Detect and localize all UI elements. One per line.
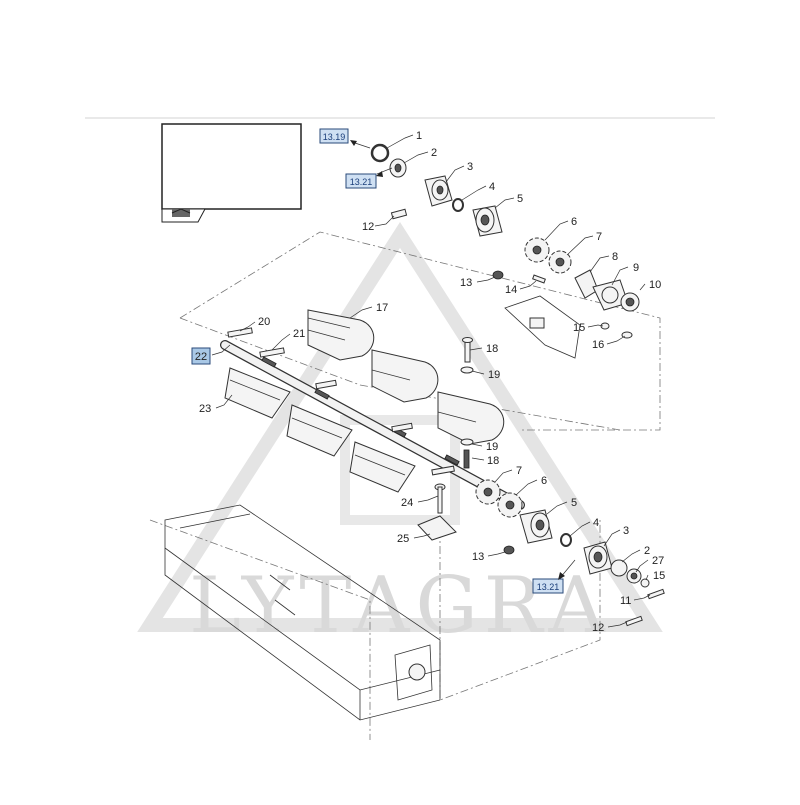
ref-box-top-2[interactable]: 13.21 [345, 167, 393, 189]
label-16: 16 [592, 339, 604, 351]
circlip-4-lower [560, 533, 572, 547]
sprocket-7 [548, 250, 572, 274]
label-5-lower: 5 [571, 497, 577, 509]
washer-15-lower [640, 578, 650, 588]
washer-15 [600, 322, 610, 330]
label-13-lower: 13 [472, 551, 484, 563]
label-11: 11 [620, 595, 631, 607]
thumbnail-frame [161, 123, 302, 223]
svg-text:22: 22 [195, 351, 207, 363]
bolt-12 [390, 208, 408, 220]
main-shaft [220, 340, 525, 510]
upper-hardware [370, 143, 640, 339]
part-labels: 1 2 3 4 5 6 7 8 9 10 12 13 14 15 16 17 1… [199, 130, 665, 634]
label-15-lower: 15 [653, 570, 665, 582]
label-3: 3 [467, 161, 473, 173]
svg-text:13.21: 13.21 [537, 582, 560, 592]
label-7: 7 [596, 231, 602, 243]
shaft-keys [227, 327, 455, 476]
lower-paddles [224, 367, 416, 493]
svg-text:13.21: 13.21 [350, 177, 373, 187]
sprocket-7-lower [475, 479, 501, 505]
watermark-text: LYTAGRA [189, 561, 611, 651]
sprocket-6-lower [497, 492, 523, 518]
paddle-lower-1 [224, 367, 291, 419]
label-18-lower: 18 [487, 455, 499, 467]
label-10: 10 [649, 279, 661, 291]
lower-hardware [475, 479, 665, 627]
ref-box-bottom[interactable]: 13.21 [532, 559, 576, 594]
label-24: 24 [401, 497, 413, 509]
leader-lines [211, 134, 651, 628]
watermark: LYTAGRA [137, 222, 663, 651]
label-7-lower: 7 [516, 465, 522, 477]
label-19-lower: 19 [486, 441, 498, 453]
label-23: 23 [199, 403, 211, 415]
paddle-lower-3 [349, 441, 416, 493]
label-18: 18 [486, 343, 498, 355]
label-17: 17 [376, 302, 388, 314]
label-6: 6 [571, 216, 577, 228]
label-21: 21 [293, 328, 305, 340]
bolt-14 [532, 274, 546, 284]
label-3-lower: 3 [623, 525, 629, 537]
label-12-lower: 12 [592, 622, 604, 634]
label-2: 2 [431, 147, 437, 159]
label-13: 13 [460, 277, 472, 289]
svg-text:13.19: 13.19 [323, 132, 346, 142]
nut-13 [492, 270, 504, 280]
upper-paddles [307, 309, 505, 445]
paddle-upper-2 [371, 349, 439, 403]
assembly-outline [149, 231, 661, 740]
label-2-lower: 2 [644, 545, 650, 557]
ref-box-top-1[interactable]: 13.19 [319, 128, 371, 149]
book-icon [171, 208, 191, 217]
nut-13-lower [503, 545, 515, 555]
frame-bracket [504, 295, 581, 359]
sprocket-6 [524, 237, 550, 263]
label-19: 19 [488, 369, 500, 381]
label-6-lower: 6 [541, 475, 547, 487]
bearing-2-lower [610, 559, 628, 577]
chassis-frame [164, 504, 441, 721]
bracket-8 [574, 269, 599, 299]
paddle-lower-2 [286, 404, 353, 457]
label-8: 8 [612, 251, 618, 263]
paddle-upper-3 [437, 391, 505, 445]
label-4: 4 [489, 181, 495, 193]
label-1: 1 [416, 130, 422, 142]
bolt-12-lower [625, 615, 643, 627]
highlighted-part-22[interactable]: 22 [191, 347, 211, 365]
label-20: 20 [258, 316, 270, 328]
label-25: 25 [397, 533, 409, 545]
bolts-18-19 [460, 337, 474, 469]
label-27: 27 [652, 555, 664, 567]
label-12: 12 [362, 221, 374, 233]
label-15: 15 [573, 322, 585, 334]
bolt-11 [647, 588, 665, 600]
label-4-lower: 4 [593, 517, 599, 529]
label-5: 5 [517, 193, 523, 205]
paddle-upper-1 [307, 309, 375, 361]
label-9: 9 [633, 262, 639, 274]
label-14: 14 [505, 284, 517, 296]
circlip-1 [370, 143, 390, 163]
